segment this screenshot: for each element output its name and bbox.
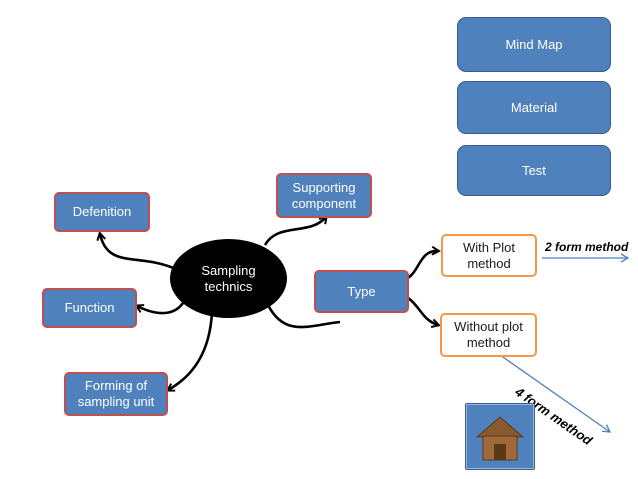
arrow-to-defenition bbox=[100, 234, 179, 272]
forming-node[interactable]: Forming of sampling unit bbox=[64, 372, 168, 416]
with-plot-node[interactable]: With Plot method bbox=[441, 234, 537, 277]
two-form-method-label: 2 form method bbox=[545, 240, 629, 254]
arrow-to-type bbox=[266, 304, 341, 329]
home-button[interactable] bbox=[465, 403, 535, 470]
material-button[interactable]: Material bbox=[457, 81, 611, 134]
with-plot-label-line2: method bbox=[467, 255, 511, 271]
mind-map-button-label: Mind Map bbox=[505, 36, 563, 52]
arrow-to-forming bbox=[168, 311, 214, 390]
supporting-label-line2: component bbox=[291, 195, 357, 211]
central-node: Sampling technics bbox=[170, 239, 287, 318]
defenition-node[interactable]: Defenition bbox=[54, 192, 150, 232]
without-plot-node[interactable]: Without plot method bbox=[440, 313, 537, 357]
supporting-label-line1: Supporting bbox=[292, 179, 356, 195]
with-plot-label-line1: With Plot bbox=[462, 239, 515, 255]
forming-label-line2: sampling unit bbox=[77, 394, 155, 409]
supporting-node[interactable]: Supporting component bbox=[276, 173, 372, 218]
defenition-label: Defenition bbox=[72, 204, 132, 219]
material-button-label: Material bbox=[510, 99, 558, 115]
type-node[interactable]: Type bbox=[314, 270, 409, 313]
arrow-to-with-plot bbox=[407, 251, 438, 280]
test-button[interactable]: Test bbox=[457, 145, 611, 196]
arrow-to-without-plot bbox=[407, 296, 438, 325]
mind-map-button[interactable]: Mind Map bbox=[457, 17, 611, 72]
function-label: Function bbox=[64, 300, 115, 315]
central-node-line1: Sampling bbox=[201, 262, 256, 278]
forming-label-line1: Forming of bbox=[84, 378, 148, 393]
without-plot-label-line2: method bbox=[466, 335, 511, 350]
type-label: Type bbox=[347, 283, 376, 299]
without-plot-label-line1: Without plot bbox=[454, 319, 523, 334]
arrow-to-supporting bbox=[263, 217, 326, 246]
house-icon bbox=[465, 403, 534, 469]
test-button-label: Test bbox=[522, 162, 546, 178]
central-node-line2: technics bbox=[204, 278, 253, 294]
function-node[interactable]: Function bbox=[42, 288, 137, 328]
arrow-four-form bbox=[499, 354, 612, 433]
